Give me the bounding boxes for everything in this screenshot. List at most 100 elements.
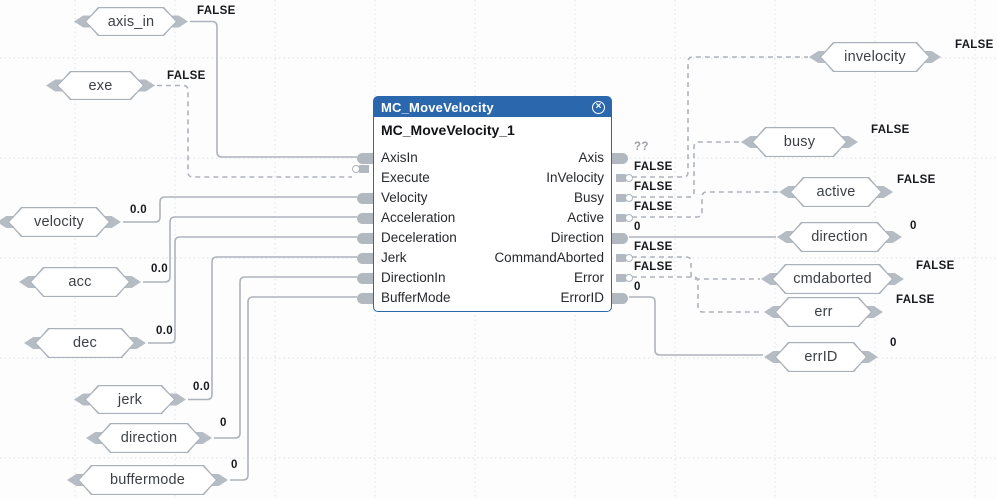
tag-exe[interactable]: exe [46,71,155,100]
function-block-title: MC_MoveVelocity [381,99,494,115]
tag-invelocity[interactable]: invelocity [809,42,941,72]
wire-Active-to-active [632,191,778,218]
output-connector-icon-Error[interactable] [616,274,633,282]
output-connector-icon-Active[interactable] [616,214,633,222]
output-connector-icon-ErrorID[interactable] [612,292,628,304]
tag-label: exe [88,77,113,94]
input-pin-label-Deceleration: Deceleration [381,230,457,245]
input-pin-label-Jerk: Jerk [381,250,407,265]
tag-buffermode[interactable]: buffermode [67,465,228,495]
output-pin-label-InVelocity: InVelocity [546,170,604,185]
input-pin-label-Acceleration: Acceleration [381,210,456,225]
output-connector-icon-CommandAborted[interactable] [616,254,633,262]
tag-axis_in[interactable]: axis_in [74,7,188,36]
tag-dec[interactable]: dec [24,328,146,358]
output-connector-icon-Direction[interactable] [612,232,628,244]
output-pin-label-Busy: Busy [573,190,604,205]
output-watch-value-ErrorID: 0 [634,281,641,293]
input-connector-icon-Execute[interactable] [352,164,369,173]
input-pin-label-Execute: Execute [381,170,430,185]
tag-label: axis_in [107,13,155,30]
output-pin-label-Active: Active [567,210,604,225]
function-block-MC_MoveVelocity[interactable]: MC_MoveVelocity ✕ MC_MoveVelocity_1 Axis… [352,96,633,312]
tag-watch-value: FALSE [897,174,936,186]
input-pin-label-Velocity: Velocity [381,190,428,205]
tag-label: jerk [117,391,143,408]
tag-label: invelocity [844,49,906,65]
wire-Busy-to-busy [632,141,740,198]
wire-direction-to-DirectionIn [214,276,357,439]
tag-label: err [814,304,833,320]
output-connector-icon-InVelocity[interactable] [616,174,633,182]
tag-label: acc [68,274,92,290]
tag-label: buffermode [109,472,186,488]
input-connector-icon-DirectionIn[interactable] [357,272,373,284]
output-watch-value-Active: FALSE [634,201,673,213]
tag-jerk[interactable]: jerk [74,385,186,414]
tag-watch-value: FALSE [167,70,206,82]
tag-watch-value: 0.0 [193,381,210,393]
tag-label: dec [73,335,97,351]
output-watch-value-Axis: ?? [634,141,649,153]
output-pin-label-Axis: Axis [578,150,604,165]
input-connector-icon-BufferMode[interactable] [357,292,373,304]
output-pin-label-Error: Error [574,270,604,285]
wire-InVelocity-to-invelocity [632,56,808,178]
close-icon[interactable]: ✕ [592,100,605,114]
tag-direction-output[interactable]: direction [777,222,902,252]
function-block-instance-name: MC_MoveVelocity_1 [381,122,515,138]
wire-jerk-to-Jerk [188,256,357,401]
output-pin-label-ErrorID: ErrorID [560,290,605,305]
input-pin-label-DirectionIn: DirectionIn [381,270,446,285]
input-pin-label-AxisIn: AxisIn [381,150,418,165]
output-watch-value-Error: FALSE [634,261,673,273]
tag-watch-value: FALSE [197,5,236,17]
input-connector-icon-Jerk[interactable] [357,252,373,264]
tag-label: direction [811,229,868,245]
tag-watch-value: FALSE [916,260,955,272]
input-pin-label-BufferMode: BufferMode [381,290,451,305]
wire-ErrorID-to-errID [629,296,763,356]
wire-CommandAborted-to-cmdaborted [632,256,760,280]
wire-dec-to-Deceleration [148,236,357,344]
input-connector-icon-Deceleration[interactable] [357,232,373,244]
tag-label: direction [120,430,178,446]
wire-acc-to-Acceleration [143,216,357,283]
function-block-header[interactable]: MC_MoveVelocity ✕ [374,97,611,117]
tag-active[interactable]: active [779,177,893,207]
input-connector-icon-Acceleration[interactable] [357,212,373,224]
tag-busy[interactable]: busy [741,127,858,157]
output-connector-icon-Busy[interactable] [616,194,633,202]
tag-watch-value: FALSE [871,124,910,136]
wire-buffermode-to-BufferMode [230,296,357,481]
tag-watch-value: 0 [220,417,227,429]
output-pin-label-CommandAborted: CommandAborted [494,250,604,265]
tag-watch-value: 0.0 [130,204,147,216]
tag-label: busy [783,134,816,150]
tag-watch-value: FALSE [896,294,935,306]
output-watch-value-InVelocity: FALSE [634,161,673,173]
tag-label: velocity [34,214,84,230]
output-pin-label-Direction: Direction [550,230,604,245]
tag-watch-value: 0.0 [156,325,173,337]
wire-exe-to-Execute [157,84,352,178]
input-connector-icon-AxisIn[interactable] [357,152,373,164]
tag-err[interactable]: err [764,297,883,327]
input-connector-icon-Velocity[interactable] [357,192,373,204]
output-connector-icon-Axis[interactable] [612,152,628,164]
tag-velocity[interactable]: velocity [0,207,121,237]
tag-label: active [816,184,856,200]
wire-velocity-to-Velocity [123,196,357,223]
tag-watch-value: FALSE [955,39,994,51]
tag-direction-input[interactable]: direction [86,423,212,453]
tag-watch-value: 0.0 [151,263,168,275]
tag-acc[interactable]: acc [19,267,141,297]
tag-watch-value: 0 [231,459,238,471]
wire-Error-to-err [632,276,763,313]
tag-label: errID [804,349,838,365]
tag-errID[interactable]: errID [764,342,878,372]
output-watch-value-Direction: 0 [634,221,641,233]
tag-cmdaborted[interactable]: cmdaborted [761,264,904,294]
